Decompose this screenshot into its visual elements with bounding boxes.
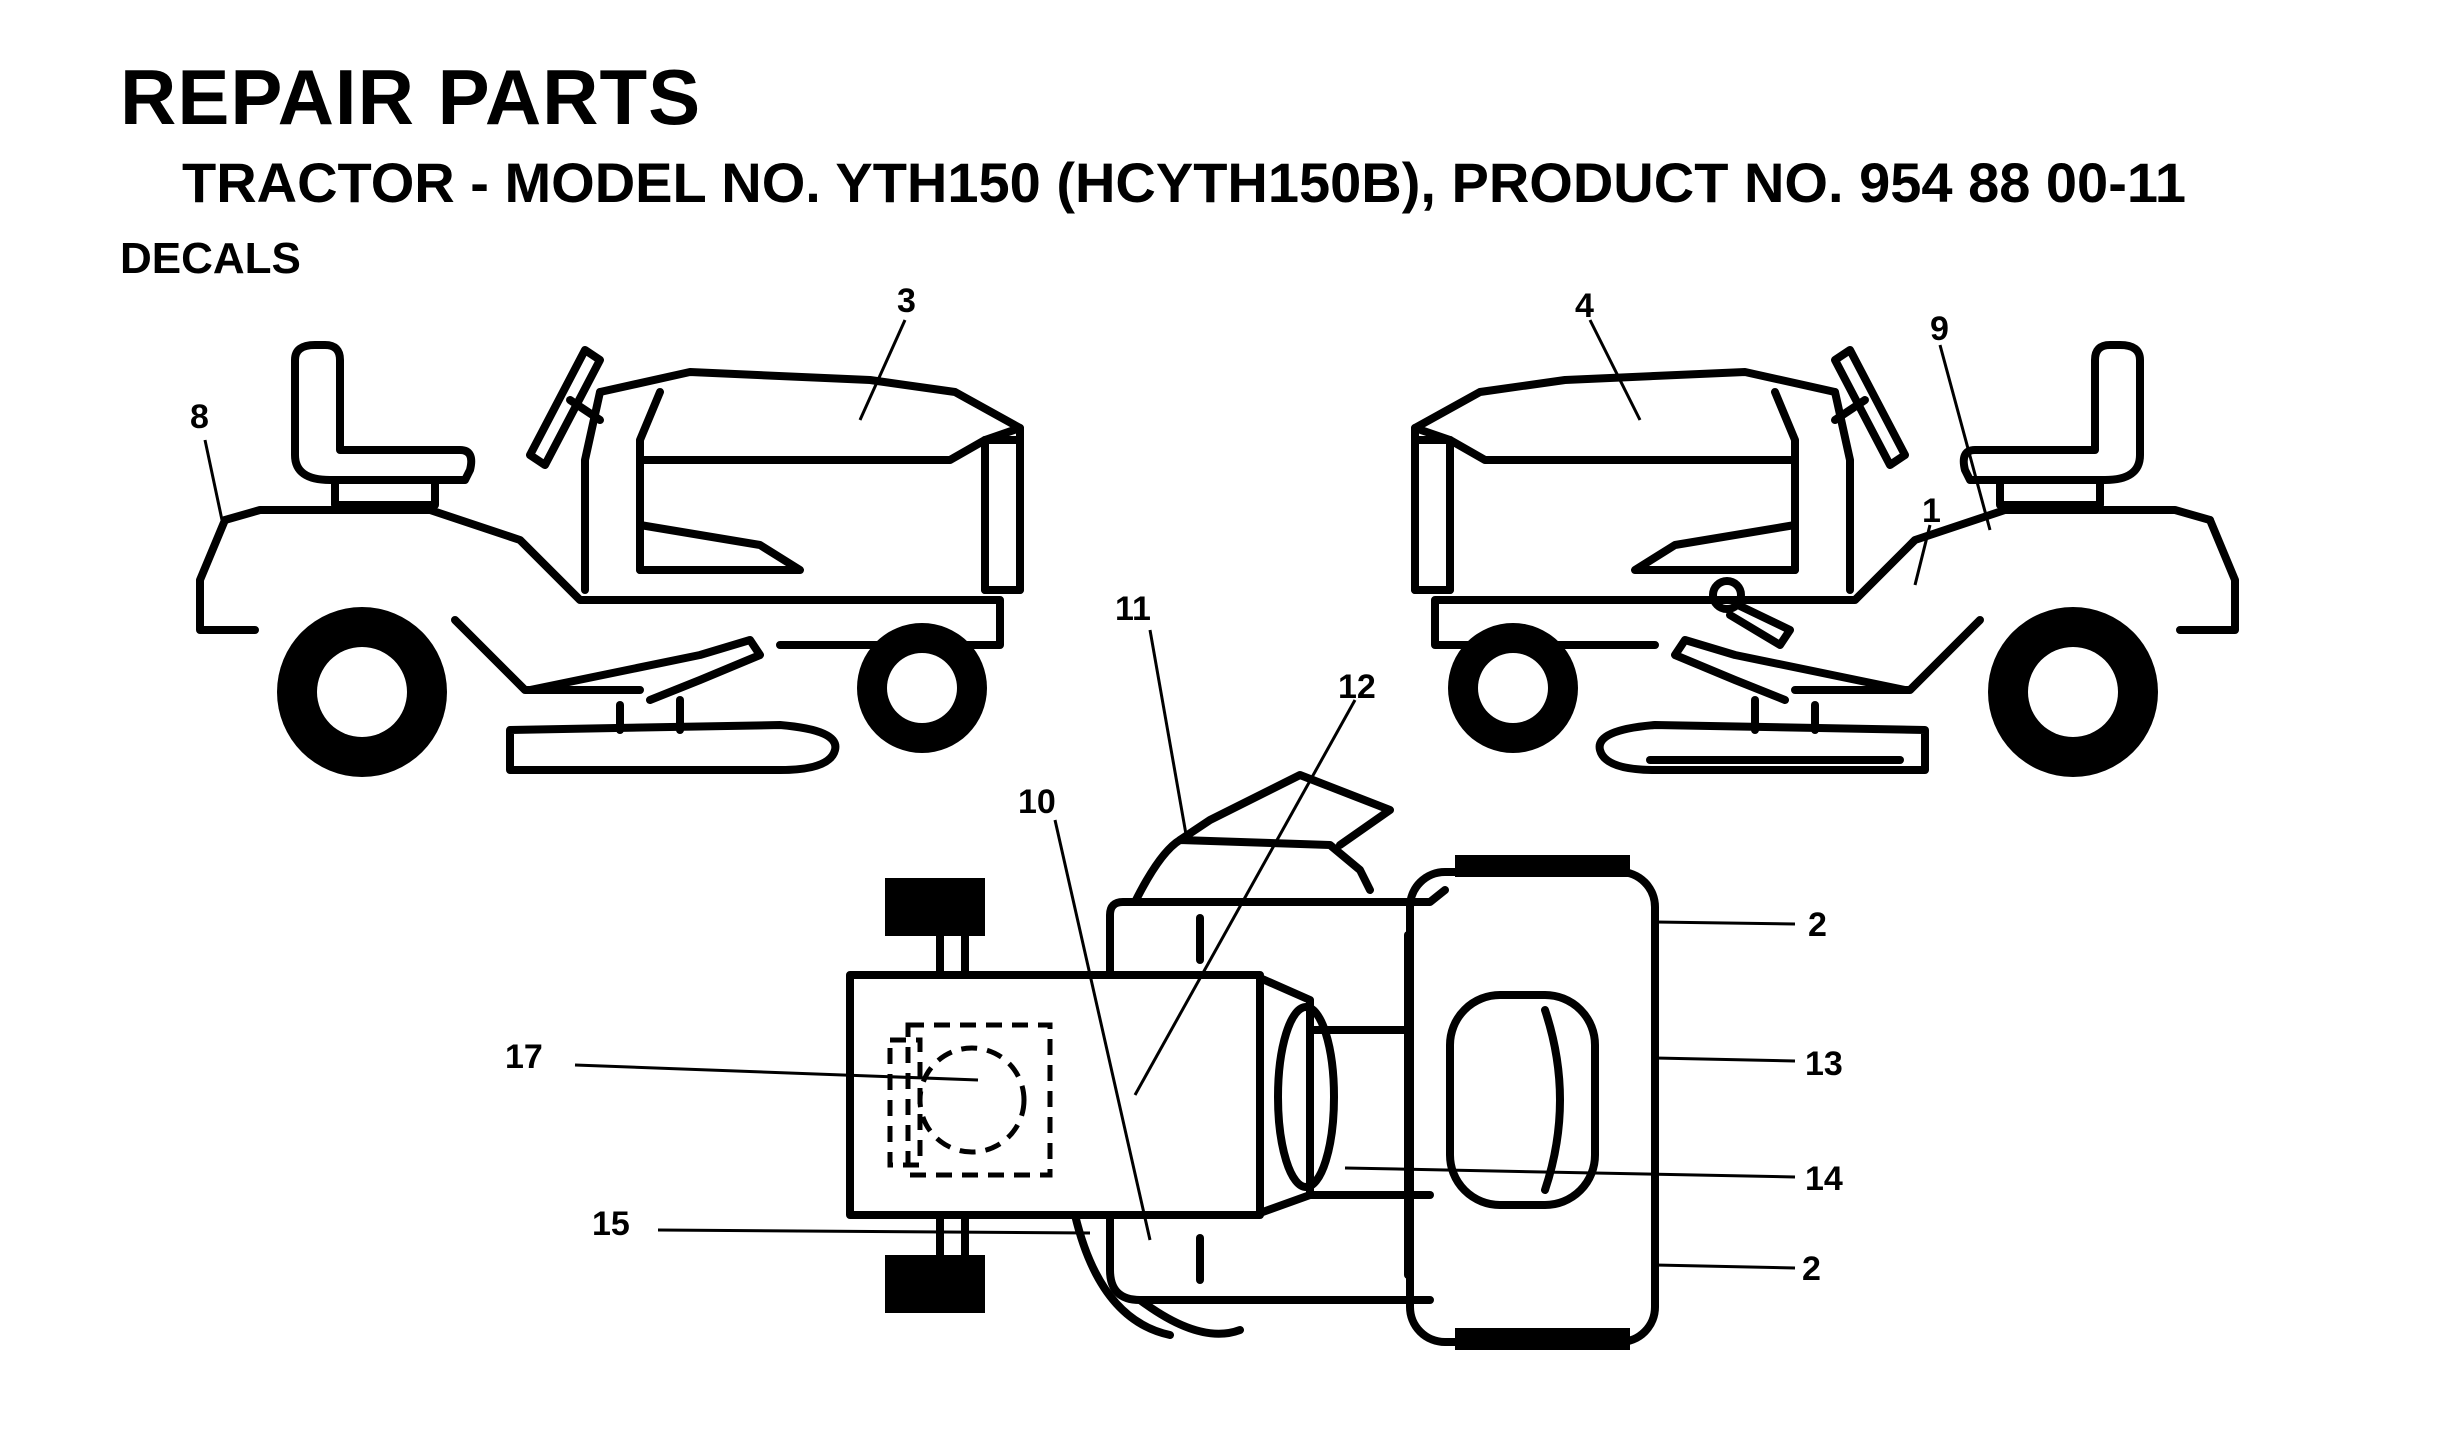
callout-1: 1 <box>1922 492 1941 530</box>
callout-11: 11 <box>1115 590 1151 628</box>
callout-9: 9 <box>1930 310 1949 348</box>
callout-4: 4 <box>1575 287 1594 325</box>
callout-13: 13 <box>1805 1045 1843 1083</box>
callout-17: 17 <box>505 1038 543 1076</box>
tractor-left-side-view <box>196 319 1024 777</box>
tractor-right-side-view <box>1411 319 2239 777</box>
callout-3: 3 <box>897 282 916 320</box>
callout-2-top: 2 <box>1808 906 1827 944</box>
callout-2-bottom: 2 <box>1802 1250 1821 1288</box>
callout-14: 14 <box>1805 1160 1843 1198</box>
callout-12: 12 <box>1338 668 1376 706</box>
callout-15: 15 <box>592 1205 630 1243</box>
tractor-top-view <box>574 629 1796 1350</box>
callout-8: 8 <box>190 398 209 436</box>
page-title: REPAIR PARTS <box>120 53 702 141</box>
callout-10: 10 <box>1018 783 1056 821</box>
page-subtitle: TRACTOR - MODEL NO. YTH150 (HCYTH150B), … <box>182 151 2187 214</box>
section-label: DECALS <box>120 234 301 283</box>
